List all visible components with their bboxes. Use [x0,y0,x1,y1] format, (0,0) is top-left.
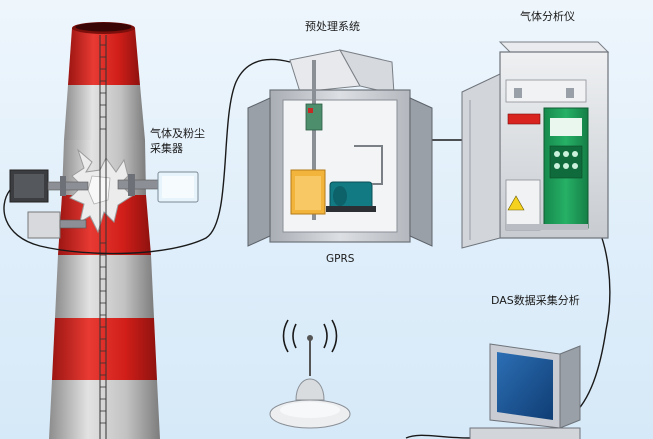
gprs-label: GPRS [326,253,355,265]
warning-triangle-icon [507,195,525,211]
smokestack-icon [49,22,160,439]
sampler-label: 气体及粉尘采集器 [150,127,205,155]
pretreatment-cabinet-icon [247,49,433,247]
computer-icon [469,343,581,439]
gas-analyzer-icon [461,41,610,249]
connection-cables [3,58,611,439]
analyzer-label: 气体分析仪 [520,10,575,23]
sampling-probe-icon [9,169,199,239]
pretreatment-label: 预处理系统 [305,20,360,33]
das-label: DAS数据采集分析 [491,294,580,307]
wireless-router-icon [269,319,351,429]
